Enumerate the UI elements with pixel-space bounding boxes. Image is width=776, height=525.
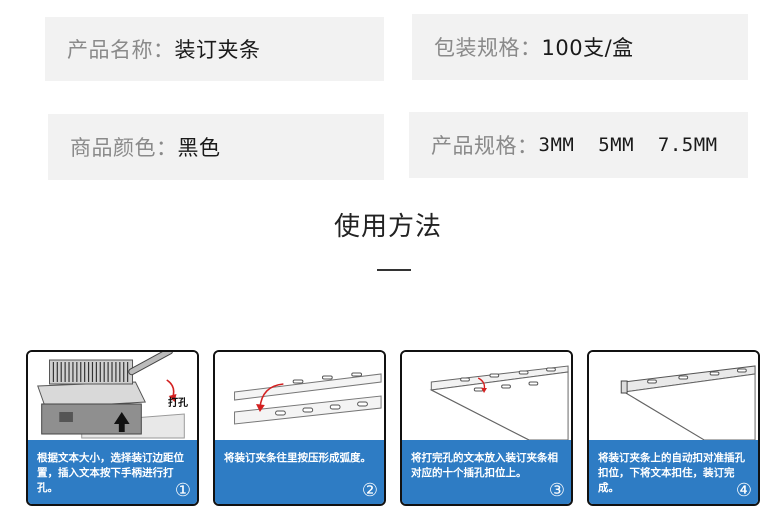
step-description: 将打完孔的文本放入装订夹条相对应的十个插孔扣位上。: [411, 452, 558, 479]
step-band: [589, 440, 758, 504]
spec-label: 商品颜色：: [70, 136, 178, 160]
step-number: ③: [548, 480, 565, 501]
spec-value: 3MM 5MM 7.5MM: [538, 134, 718, 156]
spec-value: 装订夹条: [174, 38, 261, 62]
step-description: 根据文本大小，选择装订边距位置，插入文本按下手柄进行打孔。: [37, 452, 184, 494]
punch-machine-illustration: 打孔: [28, 352, 197, 440]
spec-packaging: 包装规格： 100支/盒: [412, 14, 748, 80]
spec-label: 产品规格：: [431, 134, 539, 158]
step-description: 将装订夹条上的自动扣对准插孔扣位，下将文本扣住，装订完成。: [598, 452, 745, 494]
finished-binding-illustration: [589, 352, 758, 440]
step-card-2: 将装订夹条往里按压形成弧度。 ②: [213, 350, 386, 506]
binding-strip-illustration: [215, 352, 384, 440]
step-number: ②: [361, 480, 378, 501]
spec-label: 包装规格：: [434, 36, 542, 60]
step-band: [28, 440, 197, 504]
step-band: [215, 440, 384, 504]
spec-size: 产品规格： 3MM 5MM 7.5MM: [409, 112, 748, 178]
step-number: ①: [174, 480, 191, 501]
title-divider: [377, 269, 411, 271]
step-band: [402, 440, 571, 504]
spec-value: 100支/盒: [541, 36, 634, 60]
step-card-1: 打孔 根据文本大小，选择装订边距位置，插入文本按下手柄进行打孔。 ①: [26, 350, 199, 506]
step-card-3: 将打完孔的文本放入装订夹条相对应的十个插孔扣位上。 ③: [400, 350, 573, 506]
spec-color: 商品颜色： 黑色: [48, 114, 384, 180]
step-card-4: 将装订夹条上的自动扣对准插孔扣位，下将文本扣住，装订完成。 ④: [587, 350, 760, 506]
spec-product-name: 产品名称： 装订夹条: [45, 17, 384, 81]
spec-value: 黑色: [177, 136, 221, 160]
step-number: ④: [735, 480, 752, 501]
insert-document-illustration: [402, 352, 571, 440]
spec-label: 产品名称：: [67, 38, 175, 62]
section-title: 使用方法: [333, 212, 442, 242]
step-description: 将装订夹条往里按压形成弧度。: [224, 452, 371, 464]
punch-callout: 打孔: [168, 398, 188, 409]
